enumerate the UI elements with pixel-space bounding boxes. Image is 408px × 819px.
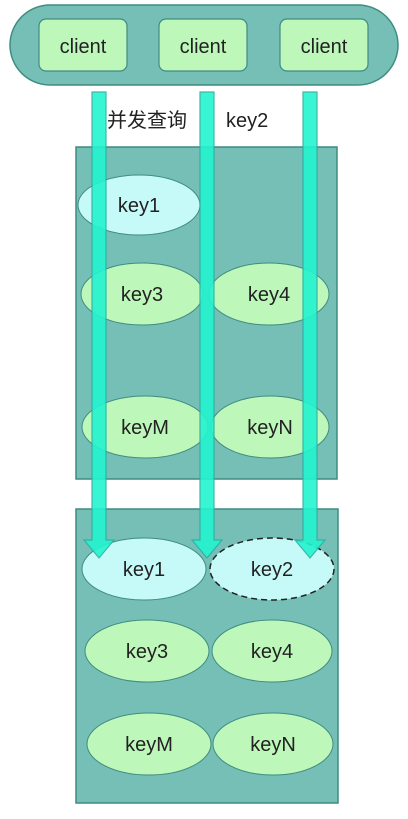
- query-arrow-1: [82, 91, 116, 559]
- block2-keyM-label: keyM: [125, 734, 173, 756]
- block1-key4-node: key4: [208, 262, 330, 326]
- block2-keyN-node: keyN: [212, 712, 334, 776]
- block2-key4-node: key4: [211, 619, 333, 683]
- block1-key3-node: key3: [80, 262, 204, 326]
- query-arrow-2: [190, 91, 224, 559]
- client-label-1: client: [60, 36, 107, 58]
- block1-key4-label: key4: [248, 284, 290, 306]
- block1-keyM-label: keyM: [121, 417, 169, 439]
- block2-key2-node: key2: [209, 537, 335, 601]
- block1-key1-node: key1: [77, 174, 201, 236]
- block2-key4-label: key4: [251, 641, 293, 663]
- block2-key1-node: key1: [81, 537, 207, 601]
- block2-keyM-node: keyM: [86, 712, 212, 776]
- client-label-3: client: [301, 36, 348, 58]
- client-label-2: client: [180, 36, 227, 58]
- block2-key3-label: key3: [126, 641, 168, 663]
- block2-keyN-label: keyN: [250, 734, 296, 756]
- queried-key-label: key2: [226, 110, 268, 132]
- concurrent-query-label: 并发查询: [107, 109, 187, 132]
- block1-keyM-node: keyM: [81, 395, 209, 459]
- client-node-1: client: [38, 18, 128, 72]
- query-arrow-3: [293, 91, 327, 559]
- block1-keyN-node: keyN: [210, 395, 330, 459]
- block1-key1-label: key1: [118, 195, 160, 217]
- block2-key1-label: key1: [123, 559, 165, 581]
- block2-key2-label: key2: [251, 559, 293, 581]
- block1-keyN-label: keyN: [247, 417, 293, 439]
- client-node-2: client: [158, 18, 248, 72]
- block2-key3-node: key3: [84, 619, 210, 683]
- client-node-3: client: [279, 18, 369, 72]
- block1-key3-label: key3: [121, 284, 163, 306]
